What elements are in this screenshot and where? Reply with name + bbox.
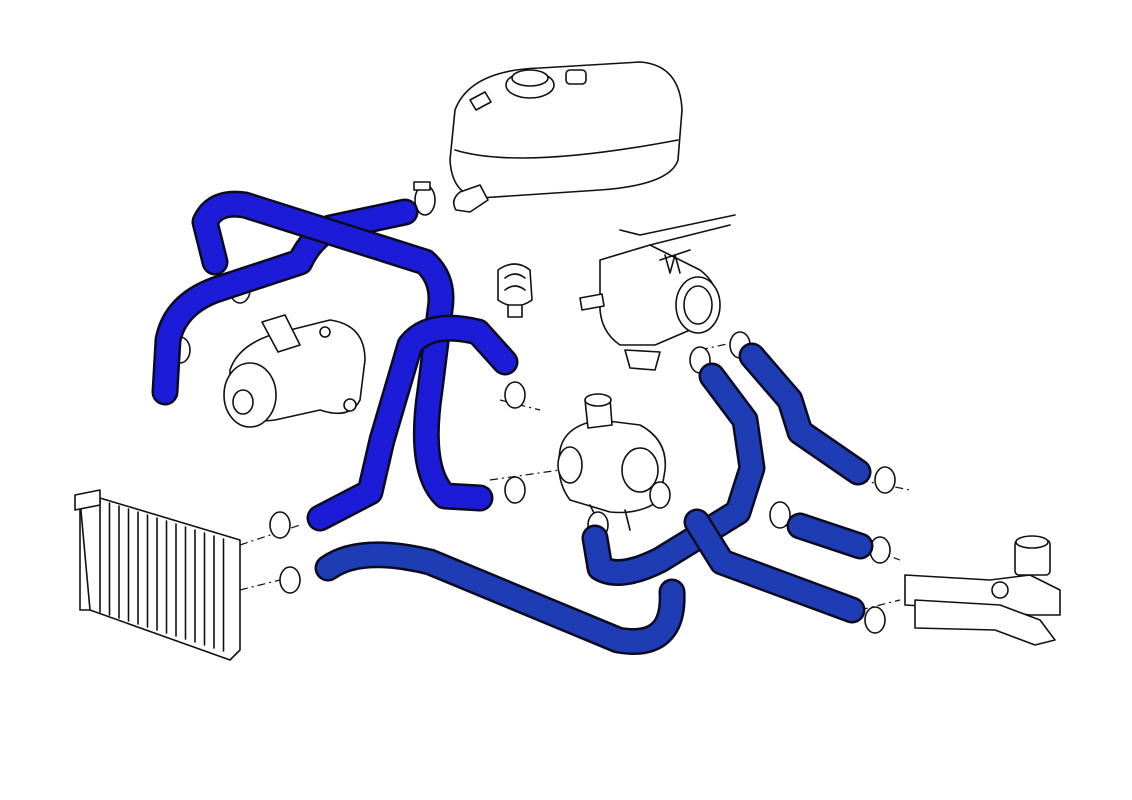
hose-clamp: [649, 481, 671, 509]
hose-clamp: [279, 566, 301, 594]
hose-clamps: [169, 276, 896, 634]
bypass-hose: [306, 314, 519, 532]
hose-clamp: [869, 536, 891, 564]
heater-return-hose-body: [584, 365, 763, 584]
heater-valve-assembly: [904, 535, 1061, 646]
water-pump: [223, 314, 366, 428]
heater-connector-hose: [786, 512, 874, 560]
lower-radiator-hose: [314, 541, 686, 655]
bypass-hose-body: [309, 317, 516, 529]
lower-radiator-hose-body: [317, 543, 684, 653]
heater-supply-hose-body: [741, 345, 869, 483]
hose-clamp: [504, 476, 526, 504]
heater-lower-hose-body: [686, 511, 863, 621]
hose-clamp: [504, 381, 526, 409]
tank-outlet: [452, 184, 489, 213]
hose-clamp-bracket: [497, 263, 533, 318]
thermostat-housing: [557, 393, 667, 531]
upper-radiator-hose: [191, 190, 494, 512]
radiator: [74, 489, 241, 661]
hose-clamp: [864, 606, 886, 634]
throttle-body: [579, 214, 736, 371]
hose-clamp: [769, 501, 791, 529]
hose-clamp: [413, 181, 436, 216]
upper-radiator-hose-body: [194, 193, 491, 509]
heater-lower-hose: [683, 508, 866, 624]
heater-supply-hose: [738, 342, 872, 486]
heater-return-hose: [581, 362, 766, 586]
coolant-hoses: [151, 190, 874, 655]
expansion-tank: [449, 61, 683, 213]
hose-clamp: [874, 466, 896, 494]
heater-connector-hose-body: [789, 515, 871, 557]
hose-clamp: [269, 511, 291, 539]
